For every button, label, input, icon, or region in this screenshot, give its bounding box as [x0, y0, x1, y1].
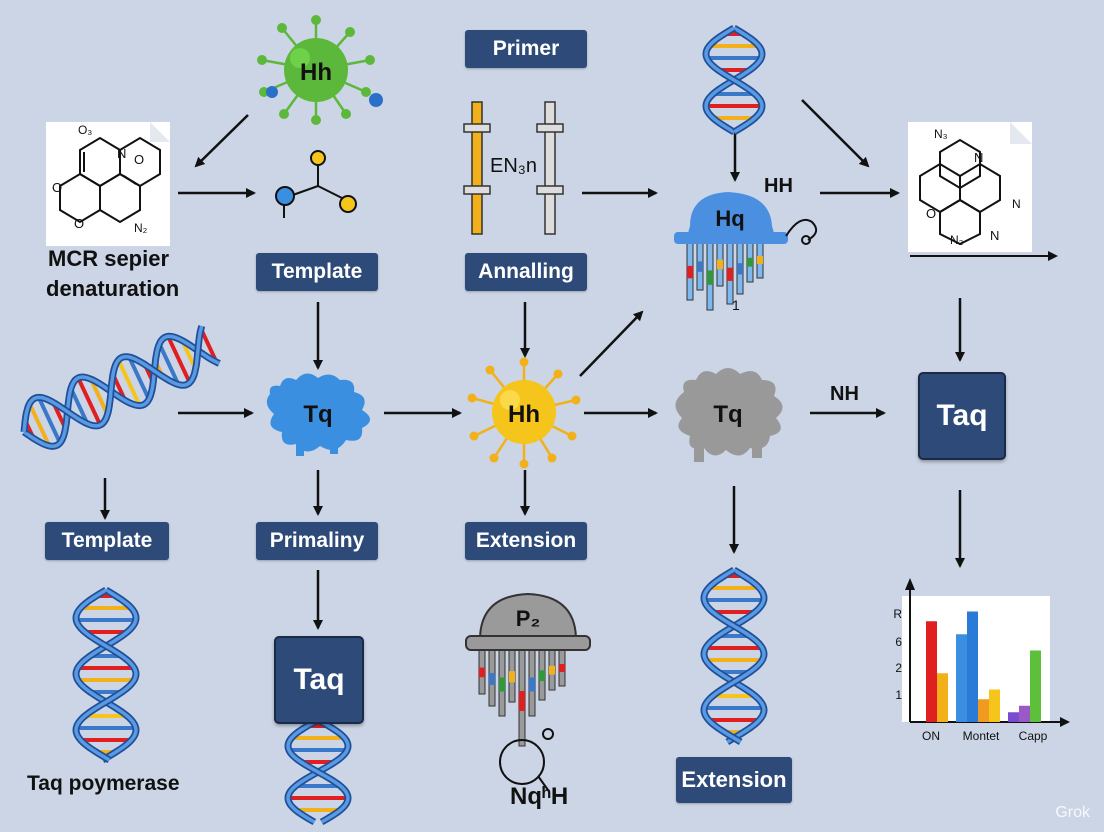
bar-chart: R 6 2 1 ON Montet Capp	[893, 578, 1070, 743]
dna-rung	[27, 402, 52, 447]
molecule-left-atom: O₃	[78, 123, 92, 137]
extension-label-right: Extension	[676, 757, 792, 803]
dna-strand	[72, 586, 140, 764]
grey-tq-blob: Tq	[675, 368, 783, 462]
chart-bar	[926, 621, 937, 722]
chart-bar	[937, 673, 948, 722]
annealing-label: Annalling	[465, 253, 587, 291]
grey-tq-label: Tq	[713, 401, 742, 428]
blue-tq-blob: Tq	[266, 373, 370, 456]
molecule-right-atom: N	[990, 228, 999, 243]
dna-strand	[72, 586, 140, 764]
chart-y-tick-label: R	[893, 607, 902, 621]
en-label: EN₃n	[490, 155, 537, 177]
arrow-dna-to-molecule-right	[801, 99, 870, 168]
grey-bell-enzyme: P₂	[465, 592, 591, 791]
primaliny-label: Primaliny	[256, 522, 378, 560]
taq-box-bottom: Taq	[274, 636, 364, 724]
chart-bar	[989, 689, 1000, 722]
dna-rung	[69, 387, 90, 425]
dna-helix-top	[702, 24, 766, 136]
dna-rung	[157, 342, 181, 386]
taq-box-right: Taq	[918, 372, 1006, 460]
dna-rung	[166, 335, 192, 384]
chart-x-tick-label: Montet	[963, 729, 1000, 743]
molecule-right-atom: N₃	[934, 127, 948, 141]
chart-bar	[956, 634, 967, 722]
green-blob-label: Hh	[300, 59, 332, 86]
dna-strand	[700, 566, 768, 745]
arrow-yellow-to-bell	[579, 310, 644, 377]
molecule-left-atom: N₂	[134, 221, 148, 235]
molecule-right-atom: N	[1012, 197, 1021, 211]
molecule-right: N₃ N O N₂ N N	[908, 122, 1058, 261]
dna-strand	[700, 566, 768, 745]
dna-rung	[36, 396, 62, 444]
molecule-right-atom: N	[974, 150, 983, 165]
grok-watermark: Grok	[1055, 804, 1090, 821]
ball-stick-molecule	[275, 150, 357, 218]
template-label-left: Template	[45, 522, 169, 560]
dna-rung	[116, 359, 142, 407]
blue-tq-label: Tq	[303, 401, 332, 428]
template-label-mid: Template	[256, 253, 378, 291]
hh-label: HH	[764, 175, 793, 197]
dna-helix-left	[20, 325, 221, 450]
arrows	[100, 99, 965, 630]
extension-label-mid: Extension	[465, 522, 587, 560]
chart-y-tick-label: 2	[895, 661, 902, 675]
mcr-denaturation-line2: denaturation	[46, 276, 180, 301]
primer-sticks: EN₃n	[463, 101, 564, 235]
dna-helix-bottom-right	[700, 566, 768, 745]
dna-rung	[127, 356, 151, 401]
chart-x-tick-label: ON	[922, 729, 940, 743]
grey-bell-label: P₂	[516, 606, 540, 631]
molecule-left-atom: O	[74, 216, 84, 231]
arrow-green-to-molecule	[194, 114, 249, 168]
yellow-blob-label: Hh	[508, 401, 540, 428]
dna-rung	[89, 378, 110, 416]
blue-bell-enzyme: Hq 1	[674, 192, 818, 313]
chart-x-tick-label: Capp	[1019, 729, 1048, 743]
chart-bar	[1019, 705, 1030, 722]
molecule-right-atom: O	[926, 206, 936, 221]
nh-label: NH	[830, 383, 859, 405]
dna-helix-bottom-left	[72, 586, 140, 764]
bell-subscript: 1	[732, 297, 740, 313]
chart-y-tick-label: 1	[895, 688, 902, 702]
green-virus-blob: Hh	[257, 15, 383, 125]
chart-bar	[1008, 712, 1019, 722]
molecule-left: O₃ N O O O N₂	[46, 122, 170, 246]
chart-y-tick-label: 6	[895, 635, 902, 649]
dna-rung	[199, 328, 219, 364]
chart-bar	[978, 699, 989, 722]
nq-h-label: NqʰH	[510, 783, 569, 810]
molecule-right-atom: N₂	[950, 233, 964, 247]
dna-rung	[76, 377, 103, 426]
taq-polymerase-label: Taq poymerase	[27, 772, 180, 795]
dna-helix-bottom-mid	[284, 716, 352, 826]
primer-label: Primer	[465, 30, 587, 68]
molecule-left-atom: O	[134, 152, 144, 167]
blue-bell-label: Hq	[715, 206, 744, 231]
mcr-denaturation-line1: MCR sepier	[48, 246, 170, 271]
molecule-left-atom: O	[52, 180, 62, 195]
chart-bar	[1030, 650, 1041, 722]
molecule-left-atom: N	[117, 146, 126, 161]
chart-bar	[967, 611, 978, 722]
yellow-virus-blob: Hh	[467, 357, 581, 469]
